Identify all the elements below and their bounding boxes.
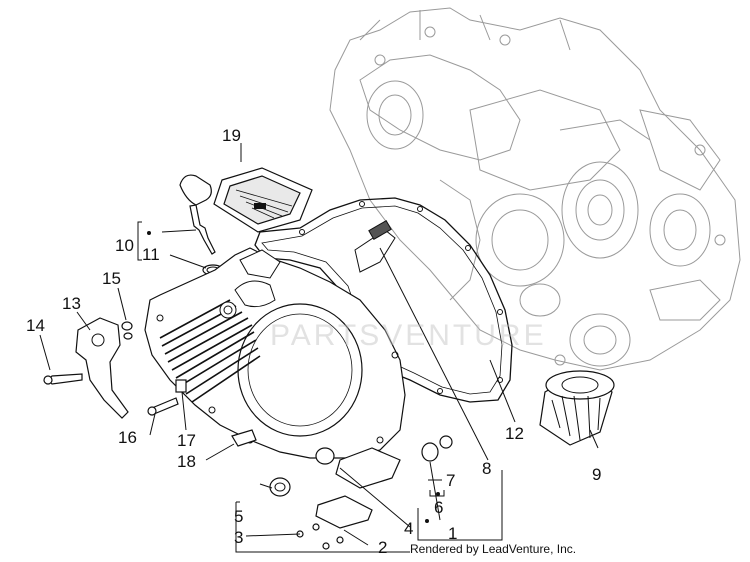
oil-strainer (213, 167, 313, 233)
callout-16: 16 (118, 428, 137, 447)
bolt-17 (175, 379, 187, 393)
callout-13: 13 (62, 294, 81, 313)
seal-4 (315, 447, 335, 465)
bracket-dot-7 (436, 492, 440, 496)
callout-1: 1 (448, 524, 457, 543)
callout-19: 19 (222, 126, 241, 145)
callout-18: 18 (177, 452, 196, 471)
clip-18 (231, 429, 257, 447)
plate-2 (315, 495, 373, 529)
oil-dipstick (179, 174, 224, 276)
callout-9: 9 (592, 465, 601, 484)
callout-6: 6 (434, 498, 443, 517)
seal-5 (269, 477, 291, 497)
watermark-logo: PARTSVENTURE (270, 319, 547, 352)
screw-14 (47, 373, 83, 385)
pump-cover (75, 317, 129, 419)
callout-2: 2 (378, 538, 387, 557)
bracket-dot-1 (425, 519, 429, 523)
callout-11: 11 (142, 245, 160, 264)
bracket-dot-10 (147, 231, 151, 235)
clutch-cover (144, 219, 406, 459)
callout-14: 14 (26, 316, 45, 335)
credit-text: Rendered by LeadVenture, Inc. (410, 542, 576, 556)
callout-4: 4 (404, 519, 413, 538)
callout-3: 3 (234, 528, 243, 547)
callout-15: 15 (102, 269, 121, 288)
plug-6 (421, 442, 439, 462)
fasteners (43, 321, 453, 550)
callout-10: 10 (115, 236, 134, 255)
washer-15 (121, 321, 133, 331)
callout-7: 7 (446, 471, 455, 490)
engine-block (329, 7, 741, 371)
callout-8: 8 (482, 459, 491, 478)
oil-filter (539, 370, 615, 446)
callout-5: 5 (234, 507, 243, 526)
callout-17: 17 (177, 431, 196, 450)
leader-lines (39, 143, 599, 553)
callout-12: 12 (505, 424, 524, 443)
oring-7 (439, 435, 453, 449)
